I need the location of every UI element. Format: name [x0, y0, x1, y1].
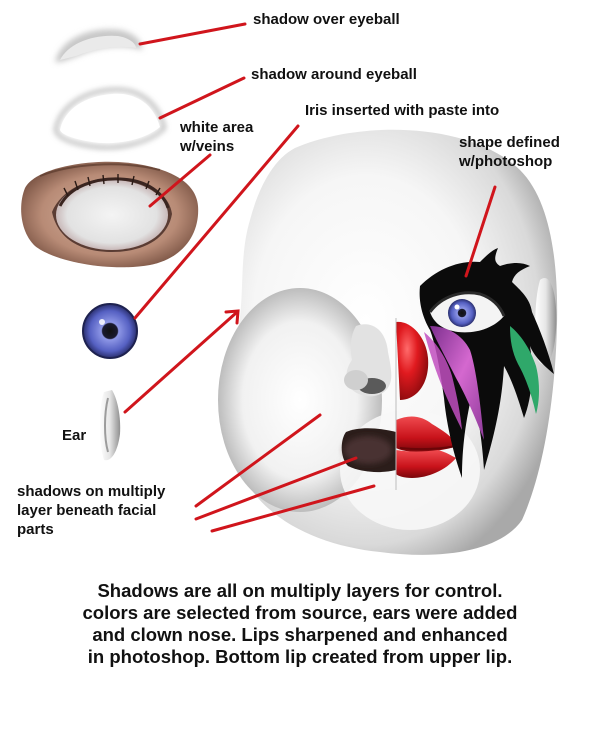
- line-shadows-2: [194, 456, 358, 521]
- line-shadow-over: [138, 22, 247, 46]
- caption-line-1: Shadows are all on multiply layers for c…: [97, 580, 503, 601]
- annotation-lines: [123, 22, 497, 533]
- label-shape-defined: shape defined w/photoshop: [459, 133, 560, 171]
- eyeball-shadow-piece: [55, 29, 143, 63]
- arrow-ear: [123, 309, 240, 414]
- eyeball-outline-piece: [54, 88, 166, 149]
- line-shape-defined: [464, 185, 497, 278]
- caption: Shadows are all on multiply layers for c…: [20, 580, 580, 668]
- caption-line-4: in photoshop. Bottom lip created from up…: [87, 646, 513, 667]
- eye-photo-piece: [21, 161, 199, 268]
- caption-line-2: colors are selected from source, ears we…: [82, 602, 518, 623]
- line-shadows-3: [210, 484, 376, 533]
- label-shape-defined-line-2: w/photoshop: [459, 153, 553, 170]
- label-shape-defined-line-1: shape defined: [459, 134, 560, 151]
- line-shadows-1: [194, 413, 322, 508]
- label-shadows-multiply: shadows on multiply layer beneath facial…: [17, 482, 165, 539]
- line-iris: [133, 124, 300, 320]
- clown-face-illustration: [218, 129, 558, 555]
- label-ear: Ear: [62, 427, 87, 444]
- label-white-area: white area w/veins: [180, 118, 253, 156]
- label-shadow-over-eyeball: shadow over eyeball: [253, 11, 400, 28]
- line-shadow-around: [158, 76, 246, 120]
- label-shadows-multiply-line-3: parts: [17, 521, 54, 538]
- iris-piece: [82, 303, 138, 359]
- label-shadows-multiply-line-1: shadows on multiply: [17, 483, 166, 500]
- line-white-area: [148, 153, 212, 208]
- label-white-area-line-1: white area: [180, 119, 254, 136]
- label-iris-inserted: Iris inserted with paste into: [305, 102, 500, 119]
- label-shadow-around-eyeball: shadow around eyeball: [251, 66, 417, 83]
- label-shadows-multiply-line-2: layer beneath facial: [17, 502, 157, 519]
- label-white-area-line-2: w/veins: [180, 138, 235, 155]
- caption-line-3: and clown nose. Lips sharpened and enhan…: [92, 624, 508, 645]
- ear-piece: [99, 390, 121, 461]
